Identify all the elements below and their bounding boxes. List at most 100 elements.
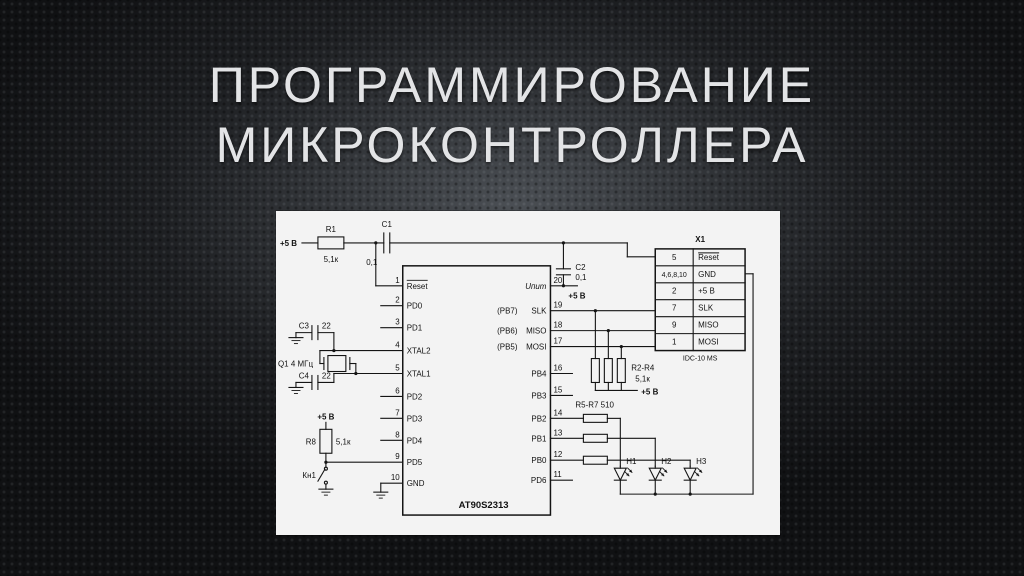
- ic-right-pins: 20 Uпит 19 (PB7) SLK 18 (PB6) MISO 17 (P…: [497, 276, 656, 485]
- ic-at90s2313: AT90S2313 1 Reset 2 PD0 3 PD1 4 XTAL2: [319, 265, 656, 516]
- pin-number: 7: [395, 408, 400, 417]
- pin-label: PD6: [531, 476, 547, 485]
- c2-ref: C2: [575, 263, 586, 272]
- pin-label: Reset: [407, 282, 429, 291]
- led-h2: [648, 465, 668, 495]
- pin-label: XTAL2: [407, 347, 431, 356]
- pin-label: PB3: [531, 391, 547, 400]
- ic-body: [401, 265, 552, 516]
- pin-number: 19: [553, 301, 562, 310]
- h3-ref: H3: [696, 457, 707, 466]
- pin-label: PD3: [407, 414, 423, 423]
- circuit-schematic: +5 В R1 5,1к C1 0,1: [278, 220, 754, 516]
- led-h3: [683, 465, 703, 495]
- resistor-r7: [582, 455, 608, 465]
- title-line-1: ПРОГРАММИРОВАНИЕ: [208, 57, 816, 113]
- x1-signal: Reset: [698, 253, 720, 262]
- c4-ground-symbol: [288, 386, 304, 394]
- x1-pin: 7: [672, 304, 677, 313]
- pin-number: 12: [553, 450, 562, 459]
- pin-number: 15: [553, 385, 562, 394]
- pin-label: PB0: [531, 456, 547, 465]
- x1-signal: +5 В: [698, 287, 715, 296]
- pin-label: MOSI: [526, 343, 546, 352]
- pin-label: PD4: [407, 436, 423, 445]
- resistor-r6: [582, 433, 608, 443]
- crystal-network: C3 22 C4 22: [278, 322, 358, 394]
- pin-number: 4: [395, 341, 400, 350]
- resistor-r4: [616, 357, 626, 384]
- resistor-r3: [603, 357, 613, 384]
- x1-pin: 5: [672, 253, 677, 262]
- c3-ground-symbol: [288, 337, 304, 345]
- c1-ref: C1: [382, 220, 393, 229]
- x1-signal: GND: [698, 270, 716, 279]
- pin-label: PB4: [531, 369, 547, 378]
- r5r7-ref: R5-R7 510: [575, 400, 614, 409]
- ground-return-wire: [619, 273, 754, 496]
- pin-number: 10: [391, 473, 400, 482]
- vcc-label: +5 В: [317, 412, 334, 421]
- kn1-ref: Кн1: [302, 471, 316, 480]
- c4-ref: C4: [299, 371, 310, 380]
- ic-ground-symbol: [373, 491, 389, 499]
- decoupling-network: C2 0,1 +5 В: [555, 241, 587, 301]
- pin-prefix: (PB6): [497, 327, 518, 336]
- r2r4-value: 5,1к: [635, 374, 650, 383]
- led-indicators: R5-R7 510: [575, 400, 707, 495]
- pin-label: PD1: [407, 324, 423, 333]
- ic-name: AT90S2313: [459, 500, 509, 511]
- pin-label: MISO: [526, 327, 546, 336]
- resistor-r8: [319, 428, 333, 454]
- c4-value: 22: [322, 371, 331, 380]
- pin-number: 8: [395, 430, 400, 439]
- x1-pin: 9: [672, 321, 677, 330]
- pin-number: 18: [553, 321, 562, 330]
- x1-signal: MISO: [698, 321, 718, 330]
- reset-network: +5 В R1 5,1к C1 0,1: [280, 220, 656, 287]
- x1-signal: SLK: [698, 304, 714, 313]
- pin-number: 6: [395, 386, 400, 395]
- pin-label: PD2: [407, 392, 423, 401]
- isp-connector-x1: X1 5 Reset 4,6,8,10 GND 2 +5 В 7 SLK 9 M…: [654, 235, 746, 363]
- schematic-panel: +5 В R1 5,1к C1 0,1: [276, 211, 780, 535]
- vcc-label: +5 В: [641, 387, 658, 396]
- connector-footprint: IDC-10 MS: [683, 356, 718, 363]
- pin-number: 3: [395, 318, 400, 327]
- pin-label: GND: [407, 479, 425, 488]
- c2-value: 0,1: [575, 273, 587, 282]
- pin-label: SLK: [531, 307, 547, 316]
- kn1-ground-symbol: [318, 488, 334, 496]
- r8-ref: R8: [306, 437, 317, 446]
- crystal-q1: [319, 350, 358, 376]
- x1-signal: MOSI: [698, 338, 718, 347]
- c3-value: 22: [322, 322, 331, 331]
- x1-pin: 1: [672, 338, 677, 347]
- r8-value: 5,1к: [336, 437, 351, 446]
- q1-ref: Q1 4 МГц: [278, 360, 313, 369]
- pin-number: 16: [553, 364, 562, 373]
- c3-ref: C3: [299, 322, 310, 331]
- h1-ref: H1: [626, 457, 637, 466]
- pin-prefix: (PB5): [497, 343, 518, 352]
- pin-number: 9: [395, 452, 400, 461]
- button-network: +5 В R8 5,1к Кн1: [302, 412, 351, 496]
- ic-ground: [373, 482, 389, 499]
- capacitor-c1: [383, 232, 391, 254]
- pin-number: 2: [395, 296, 400, 305]
- pin-number: 20: [553, 276, 562, 285]
- c1-value: 0,1: [366, 258, 378, 267]
- r2r4-ref: R2-R4: [631, 364, 655, 373]
- capacitor-c4: [311, 374, 319, 390]
- resistor-r5: [582, 413, 608, 423]
- capacitor-c3: [311, 325, 319, 341]
- pin-prefix: (PB7): [497, 307, 518, 316]
- x1-pin: 2: [672, 287, 677, 296]
- pin-number: 11: [553, 470, 562, 479]
- pin-number: 5: [395, 364, 400, 373]
- pin-label: PB2: [531, 414, 547, 423]
- r1-ref: R1: [326, 225, 337, 234]
- pin-label: Uпит: [525, 282, 547, 291]
- resistor-r2: [590, 357, 600, 384]
